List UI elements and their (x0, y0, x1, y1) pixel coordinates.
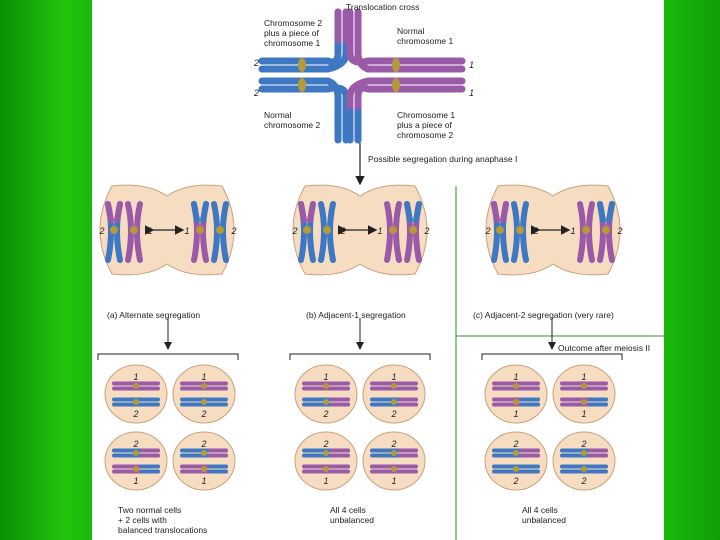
cross-centromere-2 (392, 58, 400, 72)
bracket-c (481, 353, 623, 360)
daughter-cell-c-0: 11 (484, 364, 548, 424)
dividing-cell-c-number-1: 2 (532, 226, 538, 236)
segregation-label-a: (a) Alternate segregation (107, 310, 201, 320)
dividing-cell-c-number-3: 2 (616, 226, 622, 236)
dividing-cell-b-chromosome-0 (298, 201, 316, 263)
daughter-cell-c-2-label-top: 2 (512, 439, 518, 449)
left-green-band (0, 0, 92, 540)
daughter-cell-a-3-label-bottom: 1 (201, 476, 206, 486)
dividing-cell-b-chromosome-3 (404, 201, 422, 263)
daughter-cell-b-1-label-bottom: 2 (390, 409, 396, 419)
dividing-cell-b-number-1: 2 (339, 226, 345, 236)
daughter-cell-a-1-label-bottom: 2 (200, 409, 206, 419)
daughter-cell-b-3-label-top: 2 (390, 439, 396, 449)
dividing-cell-b-chromosome-2 (384, 201, 402, 263)
daughter-cell-c-1-label-bottom: 1 (581, 409, 586, 419)
daughter-cell-a-3: 21 (172, 431, 236, 491)
daughter-cell-c-3-label-bottom: 2 (580, 476, 586, 486)
chromatid-tl-0 (258, 8, 342, 66)
chromatid-br-1 (354, 84, 466, 144)
cross-title: Translocation cross (346, 2, 420, 12)
chromatid-br-0 (346, 77, 466, 144)
daughter-cell-b-0-label-top: 1 (323, 372, 328, 382)
daughter-cell-a-0: 12 (104, 364, 168, 424)
daughter-cell-c-2-label-bottom: 2 (512, 476, 518, 486)
bracket-a (97, 353, 239, 360)
cross-number-left-bottom: 2 (254, 88, 260, 98)
dividing-cell-a-chromosome-1 (125, 201, 143, 263)
label-normal-chromosome-2: Normal chromosome 2 (264, 110, 321, 130)
dividing-cell-c-chromosome-1 (511, 201, 529, 263)
daughter-cell-c-1: 11 (552, 364, 616, 424)
dividing-cell-a-number-0: 2 (98, 226, 104, 236)
daughter-cell-a-3-label-top: 2 (200, 439, 206, 449)
daughter-cell-a-2-label-bottom: 1 (133, 476, 138, 486)
daughter-cell-a-2-label-top: 2 (132, 439, 138, 449)
daughter-cell-a-1-label-top: 1 (201, 372, 206, 382)
dividing-cell-c-number-2: 1 (570, 226, 575, 236)
daughter-cell-c-3: 22 (552, 431, 616, 491)
cross-centromere-1 (298, 78, 306, 92)
daughter-cell-b-2-label-bottom: 1 (323, 476, 328, 486)
chromatid-tr-0 (346, 8, 466, 66)
dividing-cell-b-number-2: 1 (377, 226, 382, 236)
dividing-cell-a-chromosome-0 (105, 201, 123, 263)
daughter-cell-b-1: 12 (362, 364, 426, 424)
daughter-cell-c-1-label-top: 1 (581, 372, 586, 382)
outcome-a: Two normal cells + 2 cells with balanced… (118, 505, 208, 535)
daughter-cell-a-0-label-top: 1 (133, 372, 138, 382)
daughter-cell-b-3-label-bottom: 1 (391, 476, 396, 486)
daughter-cell-b-2-label-top: 2 (322, 439, 328, 449)
label-chromosome-1-plus-piece: Chromosome 1 plus a piece of chromosome … (397, 110, 456, 140)
cross-centromere-3 (392, 78, 400, 92)
meiosis-outcome-label: Outcome after meiosis II (558, 343, 651, 353)
daughter-cell-a-0-label-bottom: 2 (132, 409, 138, 419)
dividing-cell-a-number-1: 1 (147, 226, 152, 236)
daughter-cell-c-2: 22 (484, 431, 548, 491)
chromatid-bl-1 (258, 84, 350, 144)
daughter-cell-c-0-label-top: 1 (513, 372, 518, 382)
daughter-cell-b-0: 12 (294, 364, 358, 424)
dividing-cell-c-chromosome-0 (491, 201, 509, 263)
dividing-cell-a-chromosome-2 (191, 201, 209, 263)
daughter-cell-b-2: 21 (294, 431, 358, 491)
dividing-cell-b-number-3: 2 (423, 226, 429, 236)
daughter-cell-b-0-label-bottom: 2 (322, 409, 328, 419)
outcome-c: All 4 cells unbalanced (522, 505, 566, 525)
label-normal-chromosome-1: Normal chromosome 1 (397, 26, 454, 46)
dividing-cell-c-chromosome-3 (597, 201, 615, 263)
chromatid-tl-1 (258, 8, 350, 73)
daughter-cell-a-2: 21 (104, 431, 168, 491)
bracket-b (289, 353, 431, 360)
anaphase-label: Possible segregation during anaphase I (368, 154, 518, 164)
dividing-cell-a-chromosome-3 (211, 201, 229, 263)
outcome-b: All 4 cells unbalanced (330, 505, 374, 525)
segregation-label-b: (b) Adjacent-1 segregation (306, 310, 406, 320)
dividing-cell-c-number-0: 2 (484, 226, 490, 236)
daughter-cell-b-3: 21 (362, 431, 426, 491)
cross-centromere-0 (298, 58, 306, 72)
right-green-band (664, 0, 720, 540)
dividing-cell-b-number-0: 2 (291, 226, 297, 236)
daughter-cell-a-1: 12 (172, 364, 236, 424)
daughter-cell-c-3-label-top: 2 (580, 439, 586, 449)
daughter-cell-b-1-label-top: 1 (391, 372, 396, 382)
daughter-cell-c-0-label-bottom: 1 (513, 409, 518, 419)
segregation-label-c: (c) Adjacent-2 segregation (very rare) (473, 310, 614, 320)
cross-number-right-top: 1 (469, 60, 475, 70)
chromatid-tr-1 (354, 8, 466, 73)
cross-number-left-top: 2 (254, 58, 260, 68)
dividing-cell-a-number-2: 1 (184, 226, 189, 236)
cross-number-right-bottom: 1 (469, 88, 475, 98)
label-chromosome-2-plus-piece: Chromosome 2 plus a piece of chromosome … (264, 18, 323, 48)
dividing-cell-c-chromosome-2 (577, 201, 595, 263)
dividing-cell-a-number-3: 2 (230, 226, 236, 236)
dividing-cell-b-chromosome-1 (318, 201, 336, 263)
